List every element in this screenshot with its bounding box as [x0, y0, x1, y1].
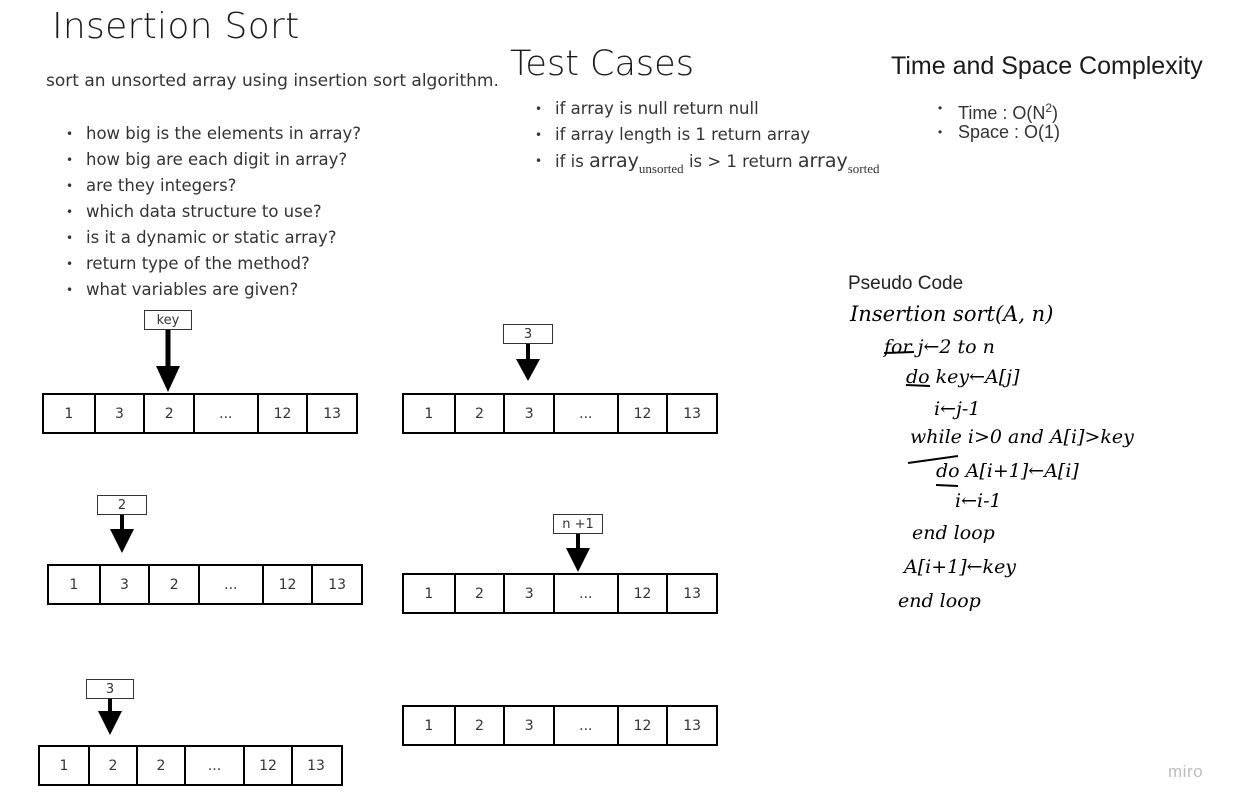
pseudo-code-line: end loop: [912, 522, 995, 544]
time-complexity: Time : O(N2): [938, 97, 1060, 123]
array-cell: 2: [453, 707, 504, 744]
questions-list: how big is the elements in array? how bi…: [66, 123, 361, 305]
array-cell: 13: [666, 395, 716, 432]
pseudo-code-line: do A[i+1]←A[i]: [936, 460, 1079, 482]
array-cell: ...: [193, 395, 257, 432]
array-cell: ...: [198, 566, 262, 603]
array-cell: 3: [93, 395, 144, 432]
down-arrow-icon: [110, 515, 134, 553]
down-arrow-icon: [98, 699, 122, 735]
array-cell: 13: [291, 747, 339, 784]
array-diagram: 1 3 2 ... 12 13: [42, 393, 358, 434]
question-item: how big is the elements in array?: [66, 123, 361, 149]
index-marker: 3: [86, 679, 134, 699]
page-title: Insertion Sort: [52, 6, 300, 47]
array-cell: 1: [69, 576, 79, 593]
array-cell: 3: [503, 575, 553, 612]
complexity-title: Time and Space Complexity: [891, 52, 1203, 80]
test-cases-list: if array is null return null if array le…: [535, 98, 880, 176]
array-cell: 2: [143, 395, 193, 432]
array-cell: 2: [88, 747, 136, 784]
question-item: how big are each digit in array?: [66, 149, 361, 175]
pseudo-code-line: do key←A[j]: [906, 366, 1020, 388]
time-exponent: 2: [1045, 101, 1053, 115]
array-diagram: 1 2 2 ... 12 13: [38, 745, 343, 786]
pseudo-code-line: Insertion sort(A, n): [850, 302, 1054, 326]
miro-logo: miro: [1168, 762, 1204, 781]
index-marker: 2: [97, 495, 147, 515]
down-arrow-icon: [566, 534, 590, 572]
index-marker: 3: [503, 324, 553, 344]
pseudo-code-underline-do: [935, 484, 959, 487]
array-cell: 13: [666, 707, 716, 744]
pseudo-code-line: while i>0 and A[i]>key: [910, 426, 1134, 448]
array-cell: 1: [424, 405, 434, 422]
down-arrow-icon: [516, 344, 540, 381]
array-cell: 1: [59, 757, 69, 774]
pseudo-code-underlines: [883, 351, 959, 464]
array-cell: 12: [616, 395, 667, 432]
array-cell: 2: [453, 575, 504, 612]
array-cell: 13: [666, 575, 716, 612]
question-item: what variables are given?: [66, 279, 361, 305]
array-cell: 12: [256, 395, 307, 432]
array-cell: ...: [553, 575, 617, 612]
array-word: array: [589, 150, 639, 172]
pseudo-code-line: i←j-1: [934, 398, 981, 420]
space-complexity: Space : O(1): [938, 121, 1060, 145]
array-cell: 2: [148, 566, 198, 603]
unsorted-subscript: unsorted: [638, 161, 684, 176]
key-marker: key: [144, 310, 192, 330]
index-marker: n +1: [553, 514, 603, 534]
test-cases-title: Test Cases: [510, 44, 694, 84]
array-cell: 12: [243, 747, 291, 784]
time-close: ): [1052, 103, 1059, 123]
question-item: return type of the method?: [66, 253, 361, 279]
array-cell: 1: [64, 405, 74, 422]
array-cell: 3: [503, 707, 553, 744]
array-cell: ...: [553, 707, 617, 744]
underline-do-inner: [935, 484, 959, 487]
question-item: which data structure to use?: [66, 201, 361, 227]
array-cell: 2: [453, 395, 504, 432]
test-case-item: if array is null return null: [535, 98, 880, 124]
question-item: are they integers?: [66, 175, 361, 201]
array-cell: 12: [616, 707, 667, 744]
test-case-item: if is arrayunsorted is > 1 return arrays…: [535, 150, 880, 176]
array-cell: ...: [553, 395, 617, 432]
test-case-middle: is > 1 return: [688, 152, 793, 171]
underline-do: [905, 384, 931, 387]
array-cell: 3: [503, 395, 553, 432]
problem-statement: sort an unsorted array using insertion s…: [46, 71, 499, 91]
question-item: is it a dynamic or static array?: [66, 227, 361, 253]
array-word: array: [797, 150, 848, 172]
pseudo-code-line: i←i-1: [955, 490, 1002, 512]
array-diagram: 1 2 3 ... 12 13: [402, 573, 718, 614]
array-cell: 12: [616, 575, 667, 612]
pseudo-code-title: Pseudo Code: [848, 273, 964, 294]
pseudo-code-line: end loop: [898, 590, 981, 612]
array-diagram: 1 3 2 ... 12 13: [47, 564, 363, 605]
test-case-prefix: if is: [555, 152, 584, 171]
array-cell: 13: [306, 395, 356, 432]
pseudo-code-line: A[i+1]←key: [904, 556, 1017, 578]
array-cell: 1: [424, 717, 434, 734]
array-cell: 1: [424, 585, 434, 602]
array-cell: 12: [261, 566, 312, 603]
test-case-item: if array length is 1 return array: [535, 124, 880, 150]
underline-while: [907, 455, 959, 464]
underline-for: [883, 351, 915, 354]
array-cell: ...: [184, 747, 243, 784]
array-diagram: 1 2 3 ... 12 13: [402, 705, 718, 746]
complexity-list: Time : O(N2) Space : O(1): [938, 97, 1060, 145]
down-arrow-icon: [156, 330, 180, 392]
array-cell: 13: [311, 566, 361, 603]
time-label: Time : O(N: [958, 103, 1046, 123]
array-cell: 2: [136, 747, 184, 784]
array-diagram: 1 2 3 ... 12 13: [402, 393, 718, 434]
array-cell: 3: [98, 566, 149, 603]
sorted-subscript: sorted: [847, 161, 880, 176]
